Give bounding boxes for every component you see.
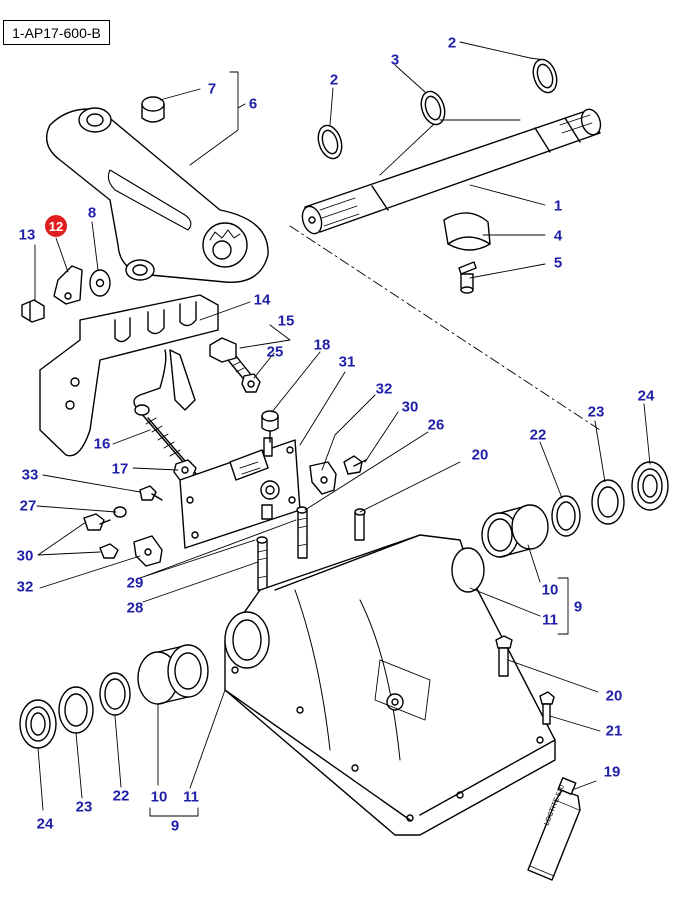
callout-11-left: 11 [183,788,199,806]
callout-32-upper: 32 [375,380,393,398]
callout-12-highlighted: 12 [45,215,67,237]
callout-24-left: 24 [36,815,54,833]
callout-25: 25 [266,343,284,361]
callout-29: 29 [126,574,144,592]
lock-plate-12 [53,265,83,305]
washer-8 [89,269,111,297]
callout-15: 15 [277,312,295,330]
callout-7: 7 [207,80,217,98]
clip-32-upper [309,461,337,495]
callout-10-left: 10 [150,788,168,806]
callout-8: 8 [87,204,97,222]
lever-arm-6 [46,107,269,283]
bolt-13 [21,299,45,323]
screw-33 [139,485,163,501]
bolt-15 [209,337,253,383]
valve-plate-31 [179,437,301,549]
callout-27: 27 [19,497,37,515]
callout-33: 33 [21,466,39,484]
callout-4: 4 [553,227,563,245]
callout-1: 1 [553,197,563,215]
sealant-tube-19 [527,777,581,881]
callout-18: 18 [313,336,331,354]
ring-2-left [317,124,343,160]
callout-13: 13 [18,226,36,244]
nut-17 [173,459,197,481]
screw-30-left-a [83,513,111,531]
callout-30-lower: 30 [16,547,34,565]
bracket-plate-14 [39,294,219,457]
callout-32-lower: 32 [16,578,34,596]
callout-10-right: 10 [541,581,559,599]
callout-2-top: 2 [447,34,457,52]
callout-24-right: 24 [637,387,655,405]
callout-19: 19 [603,763,621,781]
callout-31: 31 [338,353,356,371]
callout-26: 26 [427,416,445,434]
ring-2-right [532,58,558,94]
bush-7 [141,96,165,123]
leader-lines [34,41,651,817]
callout-20-lower: 20 [605,687,623,705]
stud-26 [296,506,308,559]
clip-32-lower [133,535,163,567]
reference-code-box: 1-AP17-600-B [3,20,110,45]
callout-17: 17 [111,460,129,478]
callout-9-left: 9 [170,817,180,835]
center-axis [289,225,601,431]
ring-3 [420,90,446,126]
callout-14: 14 [253,291,271,309]
callout-6: 6 [248,95,258,113]
main-housing [224,534,556,836]
ring-23-right [591,479,625,525]
callout-5: 5 [553,254,563,272]
screw-30-upper [343,455,367,475]
sleeve-10-left [137,644,209,705]
callout-22-left: 22 [112,787,130,805]
callout-21: 21 [605,722,623,740]
bolt-20-lower [495,635,513,677]
callout-16: 16 [93,435,111,453]
screw-30-left-b [99,543,119,559]
callout-9-right: 9 [573,598,583,616]
callout-20-upper: 20 [471,446,489,464]
callout-23-right: 23 [587,403,605,421]
callout-3: 3 [390,51,400,69]
spring-rod-16 [133,349,199,477]
knob-18 [261,410,279,443]
stud-20-upper [354,508,366,541]
nut-25 [241,373,261,393]
callout-2-left: 2 [329,71,339,89]
callout-30-upper: 30 [401,398,419,416]
callout-22-right: 22 [529,426,547,444]
half-collar-4 [443,212,491,251]
stud-28 [256,536,268,591]
bolt-21 [539,691,555,725]
callout-28: 28 [126,599,144,617]
callout-23-left: 23 [75,798,93,816]
sleeve-10-right [481,504,549,558]
shaft-1 [301,108,602,235]
callout-11-right: 11 [542,611,558,629]
